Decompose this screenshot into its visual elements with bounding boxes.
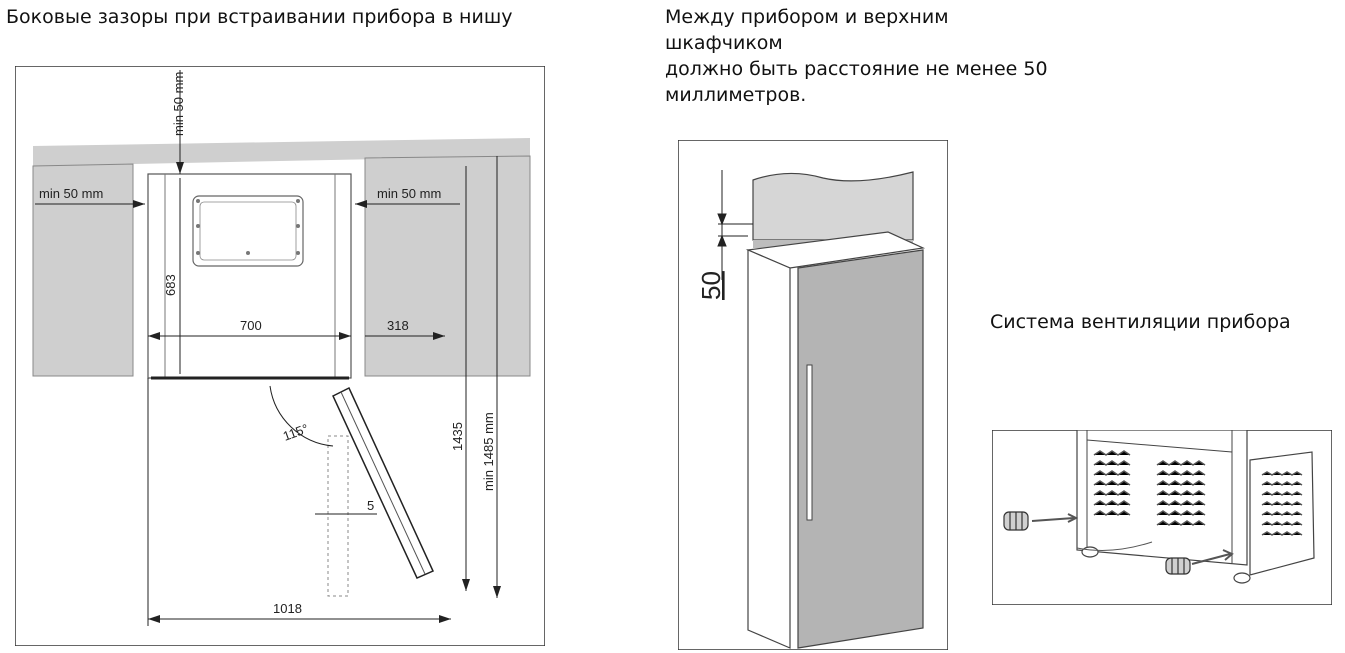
clearance-dimension bbox=[717, 170, 753, 280]
cable bbox=[1076, 541, 1153, 551]
total-depth-label: 1435 bbox=[450, 422, 465, 451]
side-panel bbox=[1249, 451, 1315, 576]
depth-label: 683 bbox=[163, 274, 178, 296]
angle-arc bbox=[269, 385, 334, 447]
base-seam bbox=[1086, 439, 1233, 453]
rear-plate bbox=[192, 195, 304, 267]
open-door-inner bbox=[340, 391, 426, 575]
cabinet-diagram: 50 bbox=[678, 140, 948, 650]
appliance-feet bbox=[1081, 546, 1251, 584]
insert-arrows bbox=[1031, 513, 1234, 565]
ventilation-diagram bbox=[992, 430, 1332, 605]
caption-line: Между прибором и верхним bbox=[665, 6, 949, 28]
vent-grille-left bbox=[1093, 450, 1131, 516]
total-width-label: 1018 bbox=[273, 601, 302, 616]
loose-foot-left bbox=[1003, 511, 1029, 531]
rear-plate-screws bbox=[196, 199, 300, 255]
left-cabinet bbox=[32, 163, 134, 377]
caption-line: миллиметров. bbox=[665, 84, 807, 106]
appliance-base bbox=[1076, 430, 1248, 566]
right-cabinet bbox=[364, 155, 531, 377]
vent-grille-middle bbox=[1156, 460, 1206, 526]
worktop-strip bbox=[33, 138, 530, 166]
caption-line: должно быть расстояние не менее 50 bbox=[665, 58, 1048, 80]
plan-diagram: 115° min 50 mm min 50 mm min 50 mm 700 6… bbox=[15, 66, 545, 646]
right-gap-label: min 50 mm bbox=[377, 186, 441, 201]
caption-line: шкафчиком bbox=[665, 32, 783, 54]
appliance-side bbox=[747, 249, 791, 649]
caption-side-gaps: Боковые зазоры при встраивании прибора в… bbox=[6, 6, 513, 28]
vent-grille-side bbox=[1261, 471, 1303, 536]
caption-ventilation: Система вентиляции прибора bbox=[990, 311, 1291, 333]
left-gap-label: min 50 mm bbox=[39, 186, 103, 201]
door-gap-label: 5 bbox=[367, 498, 374, 513]
caption-top-clearance: Между прибором и верхним шкафчиком должн… bbox=[665, 4, 1095, 108]
dimension-lines bbox=[35, 70, 498, 626]
rear-plate-inner bbox=[199, 201, 297, 261]
top-gap-label: min 50 mm bbox=[171, 72, 186, 136]
door-handle bbox=[806, 364, 813, 521]
side-depth-label: 318 bbox=[387, 318, 409, 333]
appliance-door bbox=[797, 249, 924, 649]
dimension-arrows bbox=[133, 162, 501, 623]
total-depth-min-label: min 1485 mm bbox=[481, 412, 496, 491]
width-label: 700 bbox=[240, 318, 262, 333]
loose-foot-bottom bbox=[1165, 557, 1191, 575]
clearance-label: 50 bbox=[696, 271, 726, 300]
upper-cabinet bbox=[752, 171, 914, 241]
